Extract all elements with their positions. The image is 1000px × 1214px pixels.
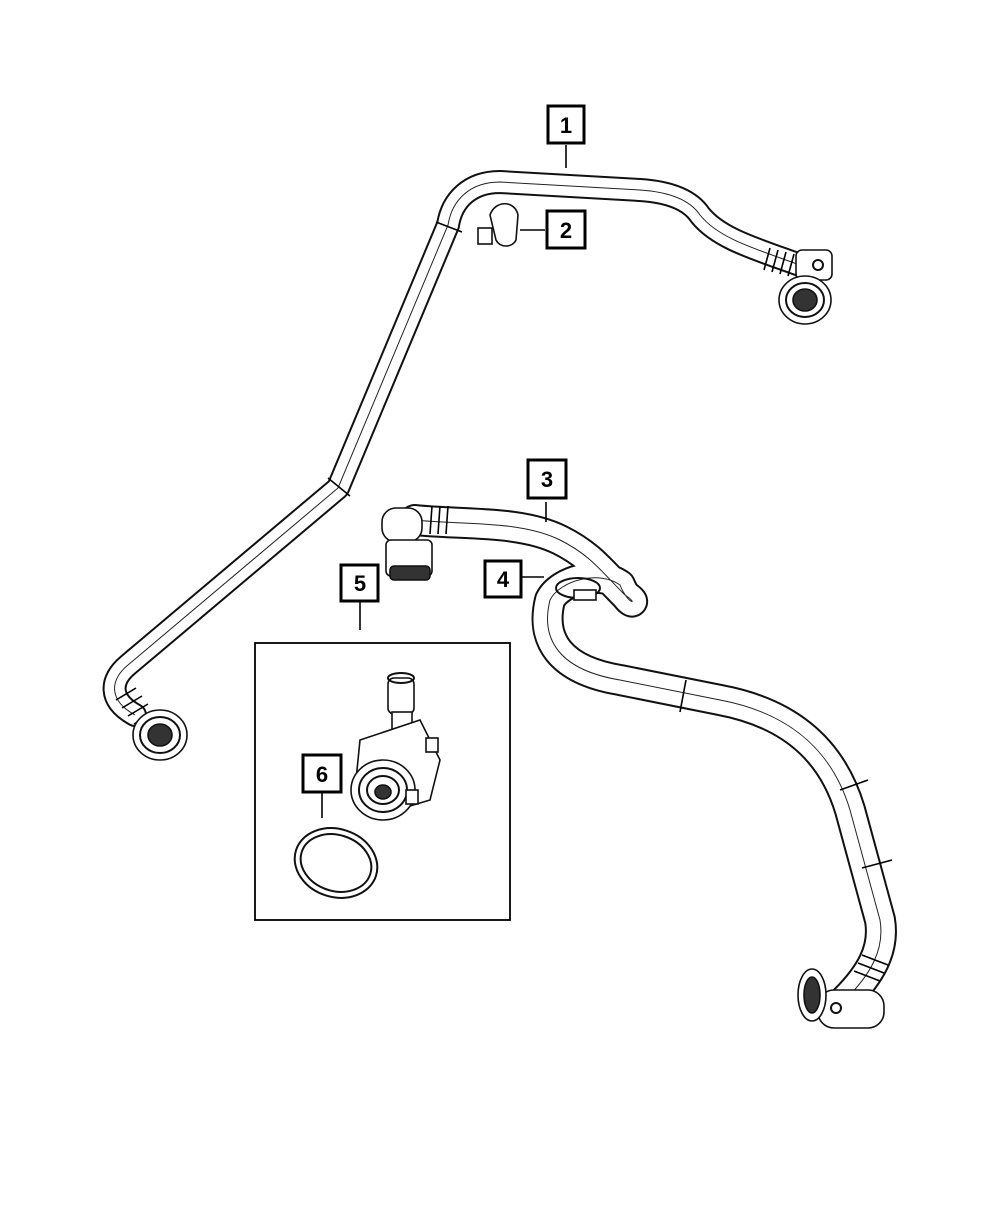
hose-assembly-part-1 bbox=[102, 170, 833, 761]
callout-label-2: 2 bbox=[560, 218, 572, 243]
callout-label-5: 5 bbox=[354, 571, 366, 596]
o-ring-part-6 bbox=[293, 827, 379, 899]
hose-clamp-part-4 bbox=[555, 577, 601, 601]
callout-2: 2 bbox=[545, 209, 587, 250]
callout-label-3: 3 bbox=[541, 467, 553, 492]
hose-ribs-part-3 bbox=[429, 505, 449, 535]
pcv-valve-part-5 bbox=[350, 672, 441, 821]
hose-ribs-upper bbox=[763, 247, 795, 277]
callout-1: 1 bbox=[546, 104, 586, 145]
callout-label-6: 6 bbox=[316, 762, 328, 787]
callout-4: 4 bbox=[483, 559, 523, 599]
callout-5: 5 bbox=[339, 563, 380, 603]
hose-clip-part-2 bbox=[477, 202, 519, 247]
quick-connector-part-3-lower bbox=[797, 968, 885, 1029]
hose-ribs-part-3-lower bbox=[853, 954, 889, 982]
detail-frame bbox=[254, 642, 511, 921]
quick-connector-upper-right bbox=[778, 249, 833, 325]
callout-3: 3 bbox=[526, 458, 568, 500]
callout-6: 6 bbox=[301, 753, 343, 794]
callout-label-4: 4 bbox=[497, 567, 510, 592]
quick-connector-lower-left bbox=[132, 709, 188, 761]
quick-connector-part-3-upper bbox=[381, 507, 433, 581]
hose-assembly-part-3 bbox=[381, 504, 897, 1029]
callout-label-1: 1 bbox=[560, 113, 572, 138]
